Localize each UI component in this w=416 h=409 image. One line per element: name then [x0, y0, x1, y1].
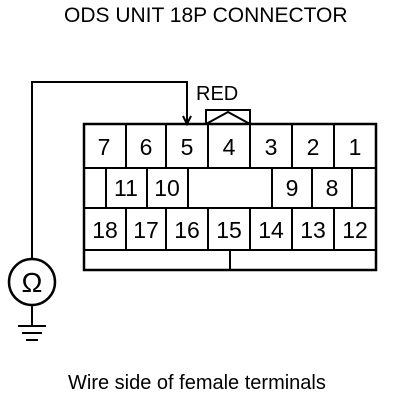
terminal-12: 12: [342, 217, 368, 243]
lock-tab-arrow: [205, 110, 251, 125]
row1-dividers: [125, 124, 335, 168]
terminal-13: 13: [300, 217, 326, 243]
probe-wire: [31, 81, 188, 258]
terminal-8: 8: [326, 175, 339, 201]
terminal-1: 1: [349, 134, 362, 160]
terminal-18: 18: [92, 217, 118, 243]
connector-lock-tab: [205, 109, 251, 124]
terminal-15: 15: [216, 217, 242, 243]
terminal-5: 5: [181, 134, 194, 160]
terminal-6: 6: [140, 134, 153, 160]
ohmmeter-symbol: Ω: [22, 267, 43, 298]
ground-icon: [18, 325, 46, 341]
row3-dividers: [125, 208, 335, 250]
terminal-17: 17: [133, 217, 159, 243]
diagram-caption: Wire side of female terminals: [68, 372, 326, 394]
terminal-row-1: 7 6 5 4 3 2 1: [98, 134, 362, 160]
ohmmeter-icon: Ω: [7, 257, 57, 307]
terminal-7: 7: [98, 134, 111, 160]
terminal-14: 14: [258, 217, 284, 243]
terminal-row-2: 11 10 9 8: [114, 175, 338, 201]
wire-color-label: RED: [196, 83, 238, 105]
terminal-16: 16: [174, 217, 200, 243]
terminal-9: 9: [286, 175, 299, 201]
terminal-10: 10: [154, 175, 180, 201]
diagram-title: ODS UNIT 18P CONNECTOR: [64, 4, 348, 27]
terminal-4: 4: [223, 134, 236, 160]
terminal-2: 2: [307, 134, 320, 160]
terminal-row-3: 18 17 16 15 14 13 12: [92, 217, 368, 243]
row2-dividers: [105, 168, 353, 208]
terminal-11: 11: [114, 175, 138, 201]
terminal-3: 3: [265, 134, 278, 160]
